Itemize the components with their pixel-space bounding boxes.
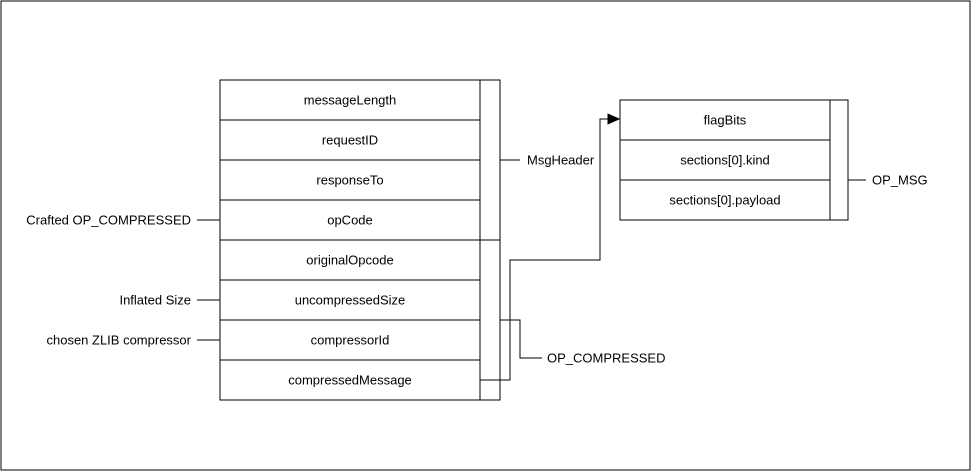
msgheader-label: MsgHeader — [527, 153, 595, 168]
table-row-label: flagBits — [704, 113, 747, 128]
left-annotations: Crafted OP_COMPRESSED Inflated Size chos… — [26, 213, 220, 348]
inflated-size-label: Inflated Size — [119, 293, 191, 308]
table-row-label: originalOpcode — [306, 253, 393, 268]
table-row-label: sections[0].kind — [680, 153, 770, 168]
table-row-label: opCode — [327, 213, 373, 228]
table-row-label: responseTo — [316, 173, 383, 188]
op-msg-label: OP_MSG — [872, 173, 928, 188]
crafted-op-compressed-label: Crafted OP_COMPRESSED — [26, 213, 191, 228]
table-row-label: sections[0].payload — [669, 193, 780, 208]
op-msg-table-outline — [619, 99, 849, 221]
chosen-zlib-compressor-label: chosen ZLIB compressor — [46, 333, 191, 348]
table-row-label: requestID — [322, 133, 378, 148]
op-msg-callout: OP_MSG — [848, 173, 928, 188]
table-row-label: uncompressedSize — [295, 293, 406, 308]
table-row-label: compressorId — [311, 333, 390, 348]
op-msg-table: flagBits sections[0].kind sections[0].pa… — [619, 99, 849, 221]
table-row-label: compressedMessage — [288, 373, 412, 388]
msgheader-callout: MsgHeader — [500, 153, 595, 168]
table-row-label: messageLength — [304, 93, 397, 108]
op-compressed-table: messageLength requestID responseTo opCod… — [219, 79, 501, 401]
arrow-path — [480, 118, 610, 381]
arrow-head-icon — [607, 113, 621, 125]
compressed-message-to-opmsg-arrow — [480, 113, 621, 381]
op-compressed-label: OP_COMPRESSED — [547, 351, 665, 366]
